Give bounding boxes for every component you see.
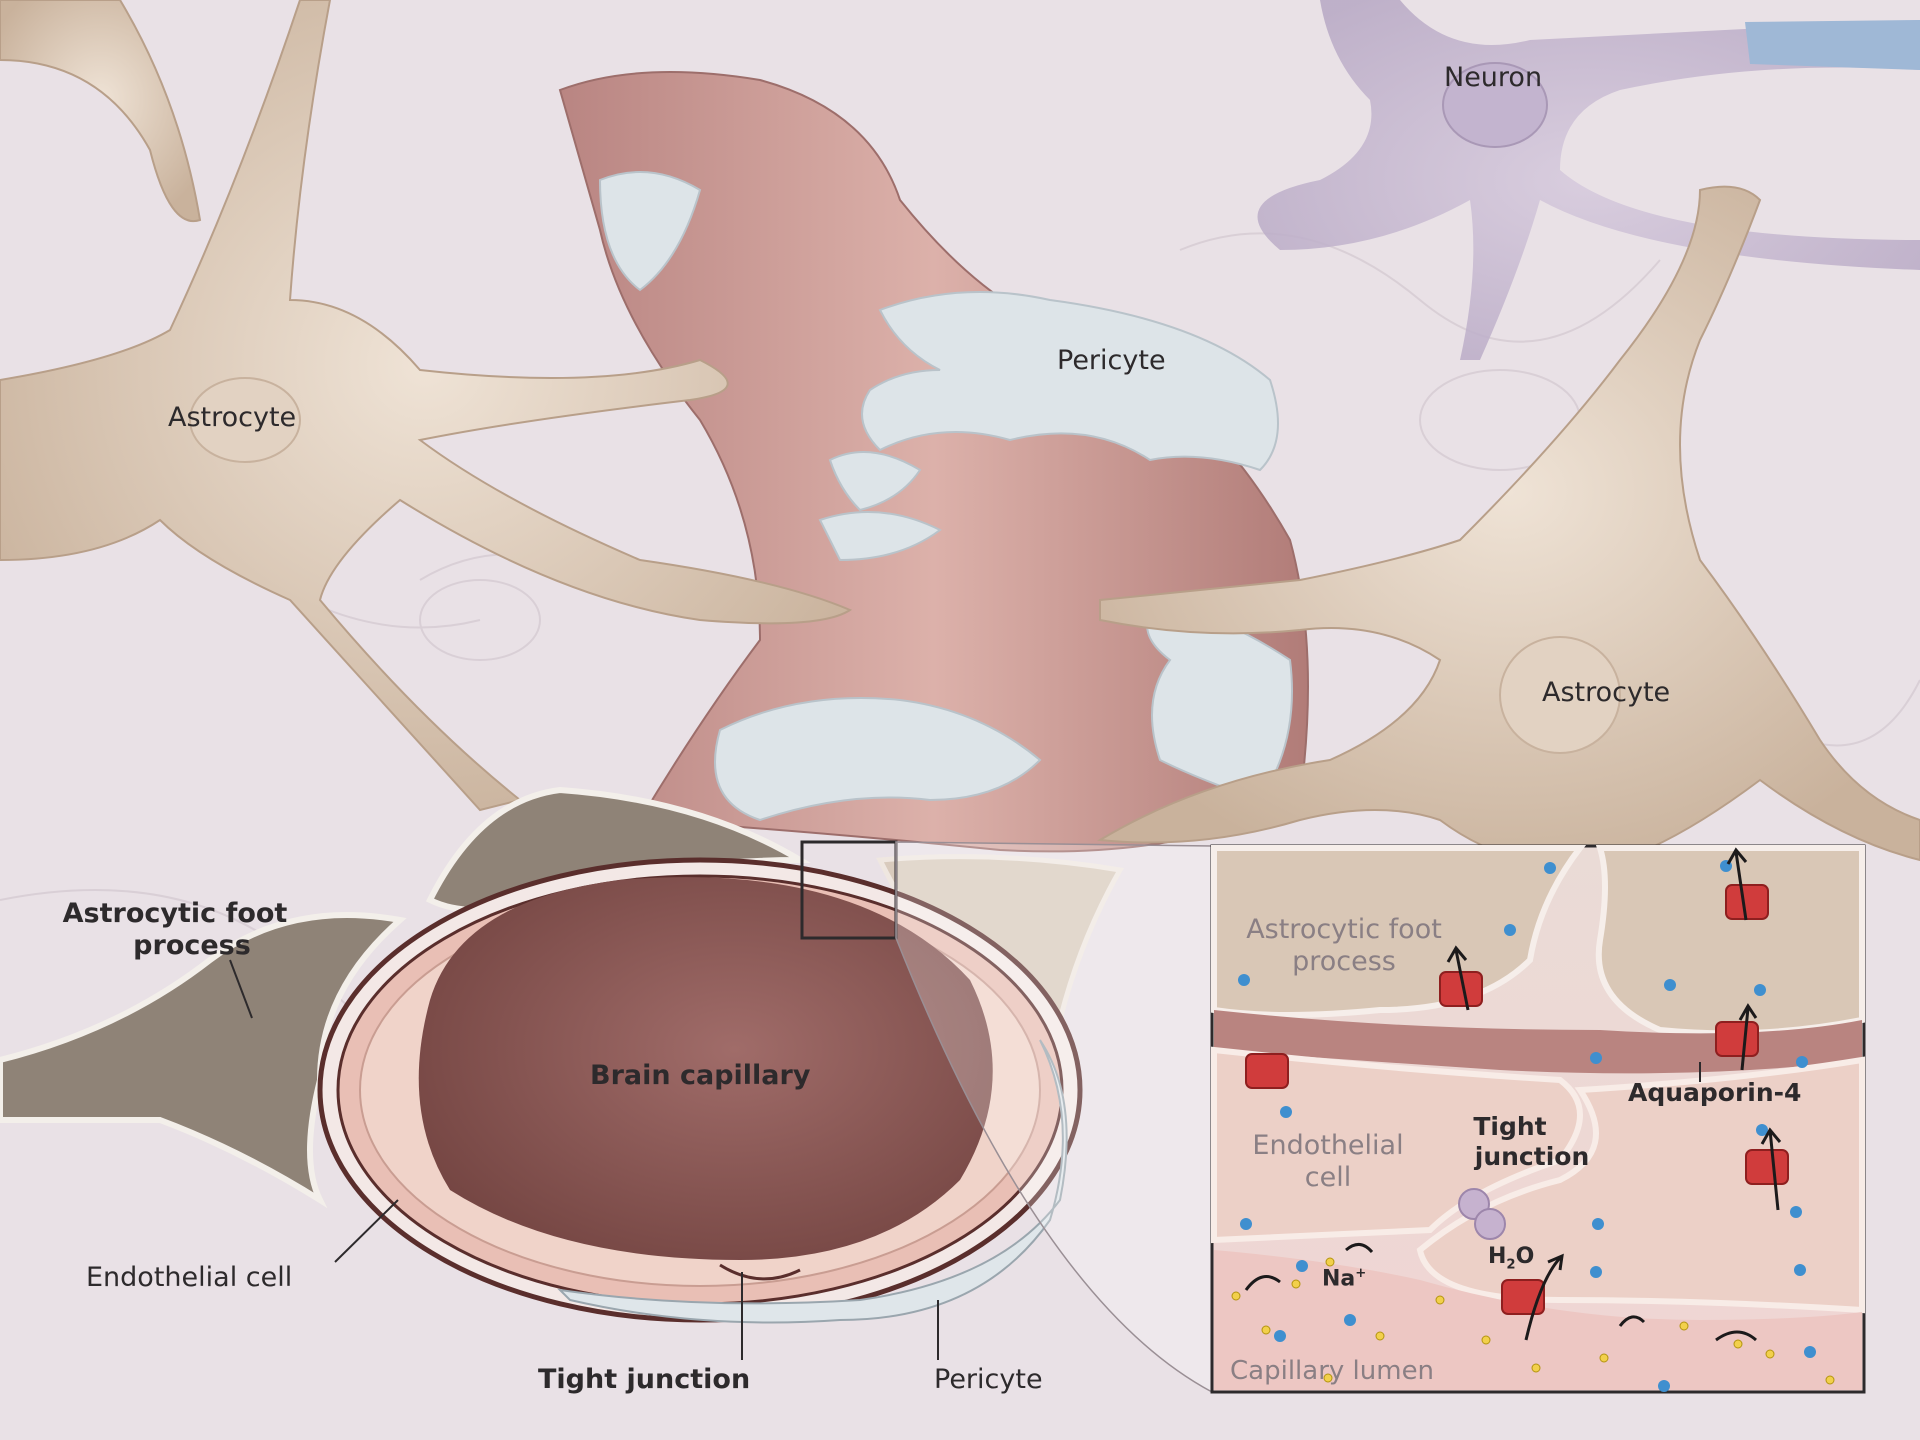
label-neuron: Neuron (1444, 62, 1542, 93)
inset-label-astrocytic-foot-process-line2: process (1292, 946, 1396, 977)
label-endothelial-cell: Endothelial cell (86, 1262, 292, 1293)
h2o-subscript: 2 (1506, 1257, 1515, 1272)
inset-label-tight-junction-line1: Tight (1473, 1112, 1546, 1141)
inset-label-tight-junction-line2: junction (1475, 1142, 1589, 1171)
inset-label-endothelial-line1: Endothelial (1252, 1130, 1403, 1161)
label-tight-junction: Tight junction (538, 1364, 750, 1395)
label-pericyte-top: Pericyte (1057, 345, 1166, 376)
na-symbol: Na (1322, 1266, 1355, 1291)
inset-label-astrocytic-foot-process-line1: Astrocytic foot (1246, 914, 1442, 945)
inset-label-aquaporin: Aquaporin-4 (1628, 1078, 1801, 1107)
label-brain-capillary: Brain capillary (590, 1060, 810, 1091)
inset-label-endothelial-line2: cell (1305, 1162, 1351, 1193)
label-astrocyte-right: Astrocyte (1542, 677, 1670, 708)
h2o-o: O (1516, 1244, 1535, 1269)
inset-label-capillary-lumen: Capillary lumen (1230, 1356, 1434, 1386)
label-astrocytic-foot-process-line1: Astrocytic foot (63, 898, 288, 929)
label-astrocytic-foot-process-line2: process (133, 930, 251, 961)
inset-label-h2o: H2O (1488, 1244, 1534, 1272)
label-astrocyte-left: Astrocyte (168, 402, 296, 433)
neuron-cell (1258, 0, 1920, 360)
inset-label-na: Na+ (1322, 1266, 1366, 1291)
na-superscript: + (1355, 1266, 1366, 1281)
h2o-h: H (1488, 1244, 1506, 1269)
label-pericyte-bottom: Pericyte (934, 1364, 1043, 1395)
